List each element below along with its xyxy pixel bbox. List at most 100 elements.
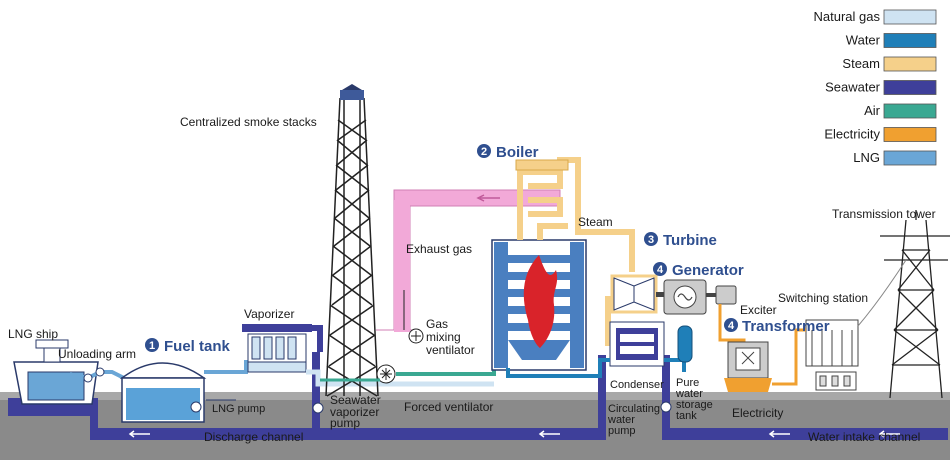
legend-item: Steam — [842, 56, 937, 72]
exciter — [715, 285, 737, 305]
stage-number: 3 — [648, 234, 654, 246]
legend-swatch — [883, 9, 937, 25]
boiler — [491, 239, 587, 371]
switching-station — [805, 319, 859, 391]
gen-exciter-shaft — [706, 293, 716, 297]
stage-number-badge — [145, 338, 159, 352]
stage-number: 2 — [481, 146, 487, 158]
legend-swatch — [883, 56, 937, 72]
smoke-stack — [325, 97, 379, 397]
label-discharge-channel: Discharge channel — [204, 430, 303, 444]
legend-label: LNG — [853, 150, 880, 165]
arm-joint — [83, 373, 93, 383]
power-line — [857, 259, 907, 327]
legend-item: Air — [864, 103, 937, 119]
legend-label: Electricity — [824, 127, 880, 142]
stage-boiler: 2 Boiler — [477, 144, 539, 161]
stage-number-badge — [653, 262, 667, 276]
legend-label: Steam — [842, 56, 880, 71]
label-steam: Steam — [578, 215, 613, 229]
stage-generator: 4 Generator — [653, 262, 744, 279]
label-pure-water-2: water — [675, 388, 703, 400]
legend-swatch — [883, 150, 937, 166]
condenser-return — [506, 358, 610, 378]
stage-transformer: 4 Transformer — [724, 318, 830, 335]
stack-cap — [342, 84, 362, 90]
intake-vertical — [662, 355, 670, 440]
legend-label: Water — [846, 33, 881, 48]
condenser — [609, 321, 665, 367]
legend-swatch — [883, 80, 937, 95]
seawater-pump-icon — [312, 402, 324, 414]
label-switching-station: Switching station — [778, 291, 868, 305]
discharge-channel — [90, 428, 600, 440]
stage-turbine: 3 Turbine — [644, 232, 717, 249]
stack-top — [340, 90, 364, 100]
pure-water-tank — [677, 325, 693, 363]
label-electricity: Electricity — [732, 406, 783, 420]
label-unloading-arm: Unloading arm — [58, 347, 136, 361]
forced-fan-blades — [380, 368, 392, 380]
discharge-vertical — [598, 355, 606, 440]
exhaust-arrow-head — [476, 194, 485, 202]
transformer — [724, 341, 772, 392]
legend-item: LNG — [853, 150, 937, 166]
circulating-pump-icon — [660, 401, 672, 413]
fan-blades — [411, 331, 421, 341]
label-centralized-smoke-stacks: Centralized smoke stacks — [180, 115, 317, 129]
label-pure-water-4: tank — [676, 410, 697, 422]
stage-title-boiler: Boiler — [496, 144, 539, 161]
label-vaporizer: Vaporizer — [244, 307, 294, 321]
seawater-to-vaporizer — [312, 325, 323, 352]
exhaust-duct-vertical — [394, 200, 410, 332]
label-pure-water-1: Pure — [676, 377, 699, 389]
natural-gas-pipe — [306, 369, 494, 387]
fuel-tank — [119, 362, 207, 423]
channel-arrows — [128, 430, 900, 438]
air-pipe — [396, 368, 496, 376]
label-condenser: Condenser — [610, 379, 664, 391]
turbine-shaft — [656, 292, 664, 297]
transmission-tower — [880, 210, 950, 399]
stage-title-generator: Generator — [672, 262, 744, 279]
label-gas-mixing-1: Gas — [426, 317, 448, 331]
legend-swatch — [883, 33, 937, 48]
stage-number-badge — [477, 144, 491, 158]
label-lng-pump: LNG pump — [212, 403, 265, 415]
label-gas-mixing-3: ventilator — [426, 343, 475, 357]
water-intake-channel — [668, 428, 948, 440]
legend-swatch — [883, 103, 937, 119]
turbine — [610, 274, 658, 314]
label-circulating-3: pump — [608, 425, 636, 437]
label-circulating-2: water — [607, 414, 635, 426]
arm-joint — [95, 367, 105, 377]
stage-fuel-tank: 1 Fuel tank — [145, 338, 231, 355]
legend-item: Electricity — [824, 127, 937, 142]
legend-swatch — [883, 127, 937, 142]
generator — [663, 279, 707, 315]
legend-label: Natural gas — [814, 9, 881, 24]
ground-top — [0, 392, 950, 400]
lng-pipe — [204, 360, 248, 374]
flame — [523, 255, 558, 348]
legend-label: Air — [864, 103, 881, 118]
legend: Natural gasWaterSteamSeawaterAirElectric… — [814, 9, 937, 166]
discharge-vertical-2 — [90, 405, 98, 440]
label-circulating-1: Circulating — [608, 403, 660, 415]
label-seawater-pump-1: Seawater — [330, 393, 381, 407]
label-seawater-pump-3: pump — [330, 416, 360, 430]
stage-title-turbine: Turbine — [663, 232, 717, 249]
stage-title-fuel-tank: Fuel tank — [164, 338, 231, 355]
label-seawater-pump-2: vaporizer — [330, 405, 379, 419]
stage-number: 4 — [728, 320, 735, 332]
label-water-intake-channel: Water intake channel — [808, 430, 920, 444]
stage-number-badge — [644, 232, 658, 246]
transformer-to-station — [772, 328, 806, 386]
legend-item: Water — [846, 33, 937, 48]
label-exhaust-gas: Exhaust gas — [406, 242, 472, 256]
label-exciter: Exciter — [740, 303, 777, 317]
stage-title-transformer: Transformer — [742, 318, 830, 335]
label-gas-mixing-2: mixing — [426, 330, 461, 344]
